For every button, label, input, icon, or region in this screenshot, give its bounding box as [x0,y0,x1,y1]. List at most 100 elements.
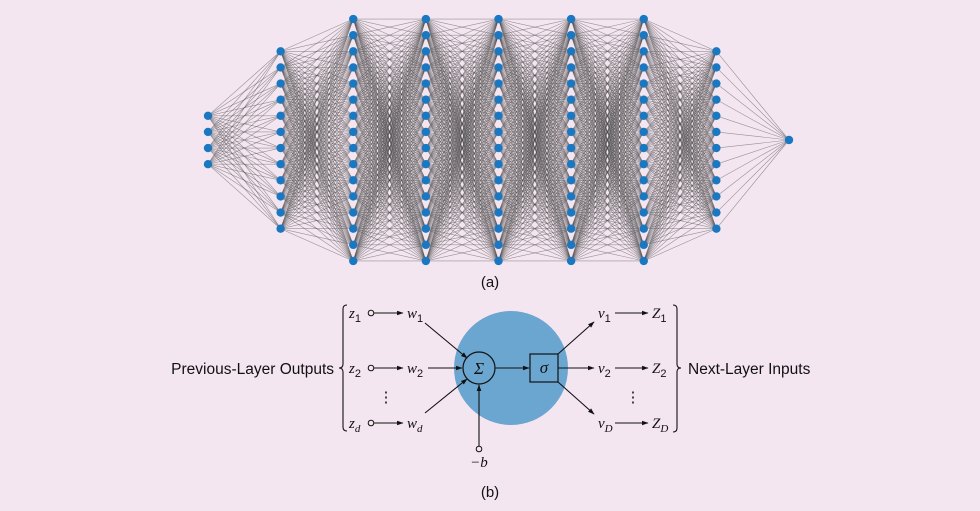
network-edge [207,163,281,181]
network-edge [425,115,499,262]
network-edge [498,18,572,262]
network-edge [207,83,281,165]
network-edge [425,18,499,68]
input-node [203,127,213,137]
Z-subscript: D [659,423,668,435]
svg-text:z2: z2 [348,361,361,380]
network-edge [643,51,717,133]
network-edge [570,18,645,181]
network-edge [570,18,644,116]
network-edge [570,115,645,262]
bias-node-icon [475,445,483,453]
network-edge [280,18,354,213]
network-edge [643,51,717,84]
network-edge [716,139,790,149]
hidden-5-node [566,30,576,40]
network-edge [352,67,427,262]
network-edge [425,51,499,262]
network-edge [643,51,717,197]
Z-subscript: 1 [660,313,666,325]
network-edge [643,51,717,213]
network-edge [716,115,790,141]
svg-text:w1: w1 [407,306,423,325]
arrow-icon [424,378,468,414]
hidden-1-node [276,127,285,137]
input-node [203,111,213,121]
hidden-6-node [639,192,648,201]
z-subscript: 2 [355,368,361,380]
hidden-5-node [566,192,576,201]
network-edge [643,83,717,262]
network-edge [570,99,645,262]
network-edge [498,131,572,262]
network-edge [643,196,717,262]
hidden-6-node [639,111,648,121]
network-edge [570,18,645,197]
svg-text:vD: vD [598,416,613,435]
output-ellipsis: ⋮ [626,389,641,406]
input-row-d: zd wd [348,416,423,435]
network-edge [498,18,572,100]
hidden-2-node [349,14,358,24]
network-edge [352,18,427,149]
w-subscript: d [417,423,423,435]
network-edge [425,18,499,262]
network-edge [280,18,354,149]
network-edge [425,18,499,149]
hidden-5-node [566,63,576,72]
input-row-1: z1 w1 [348,306,423,325]
network-edge [353,18,426,52]
hidden-6-node [639,240,648,250]
hidden-4-node [494,47,503,56]
hidden-2-node [349,79,358,88]
hidden-3-node [421,159,431,169]
network-edge [571,18,644,36]
network-edge [353,180,427,262]
network-edge [716,99,790,141]
network-edge [498,67,572,262]
network-edge [280,163,354,229]
network-edge [425,18,499,100]
network-edge [353,228,426,262]
hidden-4-node [494,14,503,24]
network-edge [570,147,645,262]
input-node [203,143,213,153]
hidden-1-node [276,159,285,169]
network-edge [280,115,354,229]
hidden-1-node [276,143,285,153]
v-label: v [598,306,605,322]
hidden-5-node [566,224,576,233]
network-edge [352,147,427,262]
network-edge [353,244,426,262]
network-edge [498,83,572,262]
previous-layer-outputs-label: Previous-Layer Outputs [171,361,334,378]
network-edge [280,18,354,100]
network-edge [280,147,354,229]
network-edge [425,147,499,262]
hidden-1-node [276,111,285,121]
network-edges [207,18,790,262]
hidden-7-node [712,79,721,88]
network-edge [716,83,790,141]
network-edge [352,131,427,262]
network-edge [280,18,354,229]
network-edge [352,18,427,245]
network-edge [570,51,645,262]
network-edge [498,18,572,213]
network-edge [207,99,281,165]
Z-subscript: 2 [660,368,666,380]
hidden-3-node [421,127,431,137]
hidden-4-node [494,79,503,88]
network-edge [425,67,499,262]
network-edge [425,99,499,262]
network-edge [643,51,717,181]
network-edge [643,147,717,262]
w-subscript: 1 [417,313,423,325]
network-edge [280,131,354,229]
hidden-2-node [349,30,358,40]
network-edge [643,34,717,52]
arrow-icon [557,321,595,355]
svg-text:ZD: ZD [652,416,668,435]
hidden-2-node [349,159,358,169]
network-edge [207,163,281,197]
